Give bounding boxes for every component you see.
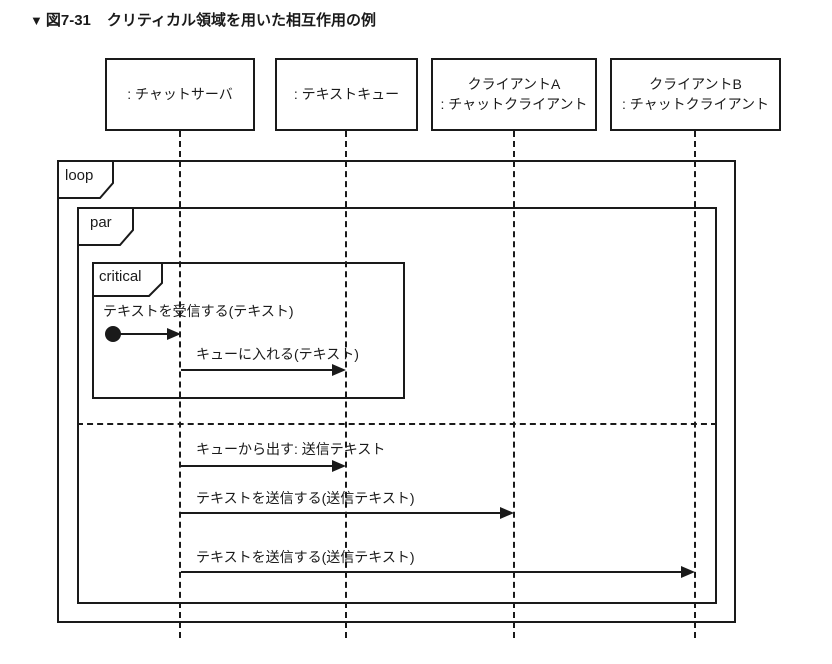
arrowhead-icon — [167, 328, 181, 340]
message-line — [113, 333, 167, 335]
lifeline-client-b — [694, 131, 696, 638]
critical-frame-label: critical — [92, 262, 164, 297]
arrowhead-icon — [681, 566, 695, 578]
figure-caption: ▼図7-31 クリティカル領域を用いた相互作用の例 — [30, 9, 376, 30]
loop-operator-text: loop — [65, 167, 94, 184]
lifeline-name: : チャットサーバ — [127, 85, 233, 102]
message-line — [181, 512, 500, 514]
lifeline-client-a — [513, 131, 515, 638]
par-frame-label: par — [77, 207, 135, 246]
critical-operator-text: critical — [99, 268, 142, 285]
message-label: キューに入れる(テキスト) — [196, 346, 359, 362]
lifeline-name: クライアントB — [649, 75, 742, 92]
lifeline-text-queue — [345, 131, 347, 638]
loop-frame — [57, 160, 736, 623]
lifeline-chat-server — [179, 131, 181, 638]
par-operator-text: par — [90, 214, 112, 231]
arrowhead-icon — [500, 507, 514, 519]
lifeline-head-text-queue: : テキストキュー — [275, 58, 418, 131]
critical-frame — [92, 262, 405, 399]
loop-frame-label: loop — [57, 160, 115, 199]
message-line — [181, 465, 332, 467]
message-line — [181, 369, 332, 371]
triangle-marker-icon: ▼ — [30, 13, 43, 28]
message-label: テキストを受信する(テキスト) — [103, 303, 294, 319]
par-frame — [77, 207, 717, 604]
message-label: キューから出す: 送信テキスト — [196, 441, 386, 457]
lifeline-head-client-b: クライアントB : チャットクライアント — [610, 58, 781, 131]
pentagon-shape — [57, 160, 114, 199]
par-operand-separator — [77, 423, 717, 425]
message-label: テキストを送信する(送信テキスト) — [196, 549, 415, 565]
lifeline-name: クライアントA — [467, 75, 561, 92]
figure-title-text: クリティカル領域を用いた相互作用の例 — [106, 12, 377, 29]
lifeline-head-chat-server: : チャットサーバ — [105, 58, 255, 131]
figure-number: 図7-31 — [45, 12, 91, 29]
pentagon-shape — [77, 207, 134, 246]
arrowhead-icon — [332, 460, 346, 472]
message-label: テキストを送信する(送信テキスト) — [196, 490, 415, 506]
arrowhead-icon — [332, 364, 346, 376]
lifeline-head-client-a: クライアントA : チャットクライアント — [431, 58, 597, 131]
lifeline-class: : チャットクライアント — [440, 95, 588, 112]
pentagon-shape — [92, 262, 163, 297]
lifeline-class: : チャットクライアント — [621, 95, 770, 112]
message-line — [181, 571, 681, 573]
lifeline-name: : テキストキュー — [293, 85, 400, 102]
